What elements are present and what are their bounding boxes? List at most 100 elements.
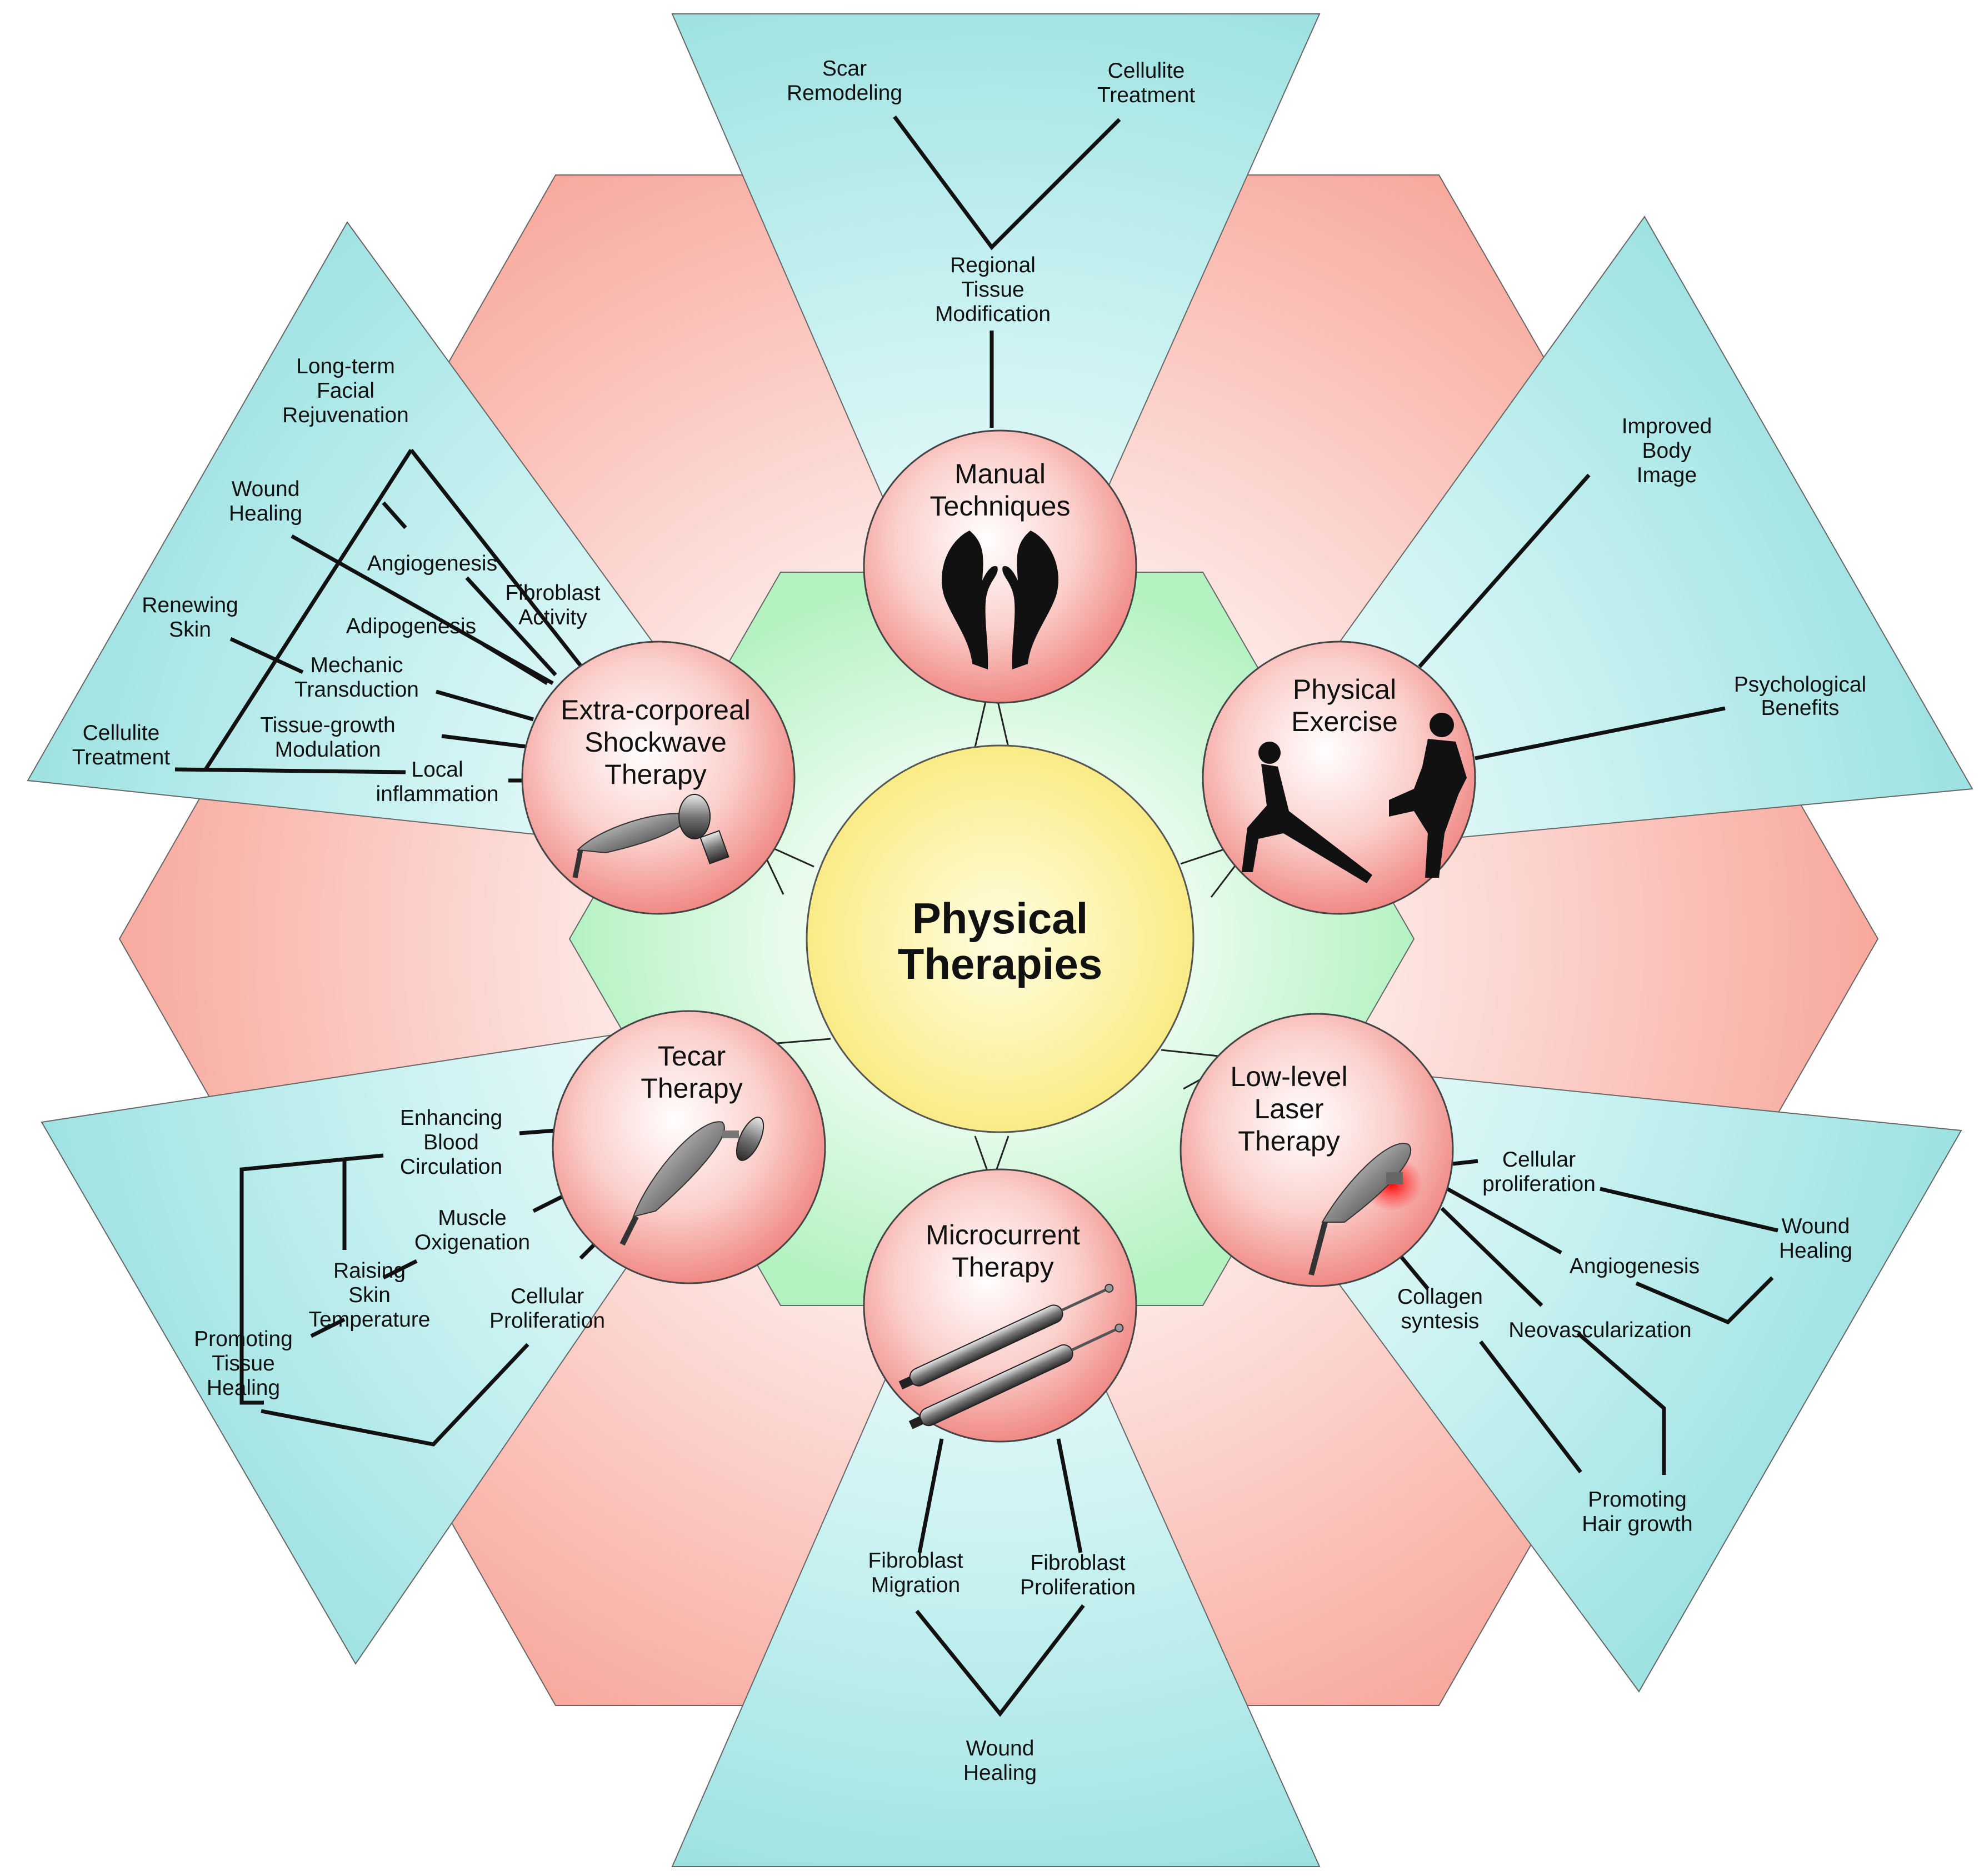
hub-title-line1: Physical: [912, 894, 1088, 943]
laser-effect-hair-growth: Promoting Hair growth: [1582, 1488, 1692, 1536]
laser-title-3: Therapy: [1238, 1125, 1340, 1157]
eswt-title-1: Extra-corporeal: [561, 694, 751, 726]
panel-manual: [671, 13, 1321, 749]
node-tecar-therapy[interactable]: Tecar Therapy: [552, 1010, 826, 1284]
svg-text:Benefits: Benefits: [1761, 696, 1840, 720]
svg-text:Local: Local: [411, 758, 463, 782]
manual-title-1: Manual: [954, 458, 1046, 489]
eswt-effect-cellulite: Cellulite Treatment: [72, 721, 170, 769]
node-manual-techniques[interactable]: Manual Techniques: [863, 429, 1137, 704]
laser-title-2: Laser: [1254, 1093, 1323, 1124]
eswt-effect-wound-healing: Wound Healing: [229, 477, 302, 526]
svg-text:Proliferation: Proliferation: [489, 1309, 605, 1333]
laser-effect-neovascularization: Neovascularization: [1508, 1318, 1692, 1342]
laser-title-1: Low-level: [1230, 1061, 1347, 1092]
svg-text:Wound: Wound: [232, 477, 300, 501]
micro-title-2: Therapy: [952, 1252, 1053, 1283]
hands-icon: [942, 531, 1058, 669]
tecar-title-1: Tecar: [658, 1040, 726, 1072]
svg-text:Promoting: Promoting: [1588, 1488, 1687, 1512]
svg-text:Oxigenation: Oxigenation: [414, 1230, 530, 1254]
svg-text:Treatment: Treatment: [1097, 83, 1195, 107]
svg-text:Promoting: Promoting: [194, 1327, 293, 1351]
svg-text:Migration: Migration: [871, 1573, 960, 1597]
exercise-effect-body-image: Improved Body Image: [1622, 414, 1712, 487]
eswt-effect-fibroblast-activity: Fibroblast Activity: [505, 581, 600, 629]
svg-text:Long-term: Long-term: [296, 354, 395, 378]
laser-effect-angiogenesis: Angiogenesis: [1570, 1254, 1700, 1278]
node-micro-circle: [863, 1168, 1137, 1443]
svg-text:proliferation: proliferation: [1482, 1172, 1596, 1196]
svg-text:Scar: Scar: [822, 57, 867, 81]
tecar-effect-muscle-oxigenation: Muscle Oxigenation: [414, 1206, 530, 1254]
svg-text:Fibroblast: Fibroblast: [505, 581, 600, 605]
hub-circle: [806, 744, 1195, 1133]
svg-text:Cellular: Cellular: [1502, 1148, 1576, 1172]
node-physical-exercise[interactable]: Physical Exercise: [1202, 641, 1476, 915]
connector-lines: [174, 115, 1778, 1717]
micro-effect-wound-healing: Wound Healing: [963, 1737, 1037, 1785]
exercise-effect-psychological: Psychological Benefits: [1734, 673, 1866, 720]
svg-text:Cellulite: Cellulite: [83, 721, 160, 745]
svg-text:Tissue: Tissue: [961, 278, 1024, 302]
tecar-effect-skin-temperature: Raising Skin Temperature: [309, 1259, 431, 1332]
svg-text:Angiogenesis: Angiogenesis: [367, 552, 497, 576]
svg-text:Activity: Activity: [518, 606, 587, 629]
hub-title-line2: Therapies: [898, 939, 1102, 988]
manual-title-2: Techniques: [930, 491, 1071, 522]
svg-text:Healing: Healing: [207, 1376, 280, 1400]
exercise-figures-icon: [1242, 713, 1467, 883]
svg-text:Wound: Wound: [1782, 1214, 1850, 1238]
laser-probe-icon: [1308, 1143, 1422, 1276]
hub: Physical Therapies: [806, 744, 1195, 1133]
svg-text:Healing: Healing: [1779, 1239, 1852, 1263]
tecar-probe-icon: [619, 1117, 764, 1246]
svg-text:Skin: Skin: [348, 1283, 391, 1307]
svg-text:Adipogenesis: Adipogenesis: [346, 614, 476, 638]
node-manual-circle: [863, 429, 1137, 704]
svg-text:Fibroblast: Fibroblast: [1030, 1551, 1125, 1575]
node-low-level-laser-therapy[interactable]: Low-level Laser Therapy: [1180, 1013, 1454, 1287]
svg-text:Angiogenesis: Angiogenesis: [1570, 1254, 1700, 1278]
shockwave-applicator-icon: [572, 794, 729, 878]
laser-effect-collagen: Collagen syntesis: [1397, 1285, 1483, 1333]
svg-text:inflammation: inflammation: [376, 782, 498, 806]
node-microcurrent-therapy[interactable]: Microcurrent Therapy: [863, 1168, 1137, 1443]
svg-text:Modification: Modification: [935, 302, 1051, 326]
svg-text:Temperature: Temperature: [309, 1308, 431, 1332]
svg-text:Treatment: Treatment: [72, 746, 170, 769]
eswt-title-2: Shockwave: [584, 727, 727, 758]
svg-text:Modulation: Modulation: [275, 738, 381, 762]
tecar-effect-tissue-healing: Promoting Tissue Healing: [194, 1327, 293, 1400]
svg-text:Remodeling: Remodeling: [787, 81, 902, 105]
svg-text:Neovascularization: Neovascularization: [1508, 1318, 1692, 1342]
svg-text:Skin: Skin: [169, 618, 211, 642]
svg-text:Renewing: Renewing: [142, 593, 238, 617]
svg-text:syntesis: syntesis: [1401, 1309, 1480, 1333]
svg-text:Healing: Healing: [963, 1761, 1037, 1785]
micro-title-1: Microcurrent: [926, 1219, 1080, 1250]
node-laser-circle: [1180, 1013, 1454, 1287]
svg-text:Raising: Raising: [333, 1259, 406, 1283]
node-shockwave-therapy[interactable]: Extra-corporeal Shockwave Therapy: [521, 641, 796, 915]
node-exercise-circle: [1202, 641, 1476, 915]
eswt-effect-tissue-growth: Tissue-growth Modulation: [260, 713, 395, 762]
eswt-effect-mechanic-transduction: Mechanic Transduction: [294, 653, 419, 702]
panel-micro: [671, 1134, 1321, 1867]
svg-text:Circulation: Circulation: [400, 1155, 502, 1179]
svg-text:Cellulite: Cellulite: [1108, 59, 1185, 83]
eswt-effect-angiogenesis: Angiogenesis: [367, 552, 497, 576]
svg-text:Fibroblast: Fibroblast: [868, 1549, 963, 1573]
exercise-title-1: Physical: [1293, 674, 1396, 705]
svg-text:Regional: Regional: [950, 253, 1036, 277]
tecar-title-2: Therapy: [641, 1073, 742, 1104]
microcurrent-probes-icon: [898, 1283, 1124, 1429]
manual-effect-regional: Regional Tissue Modification: [935, 253, 1051, 326]
eswt-effect-local-inflammation: Local inflammation: [376, 758, 498, 806]
svg-text:Image: Image: [1637, 463, 1697, 487]
svg-text:Enhancing: Enhancing: [400, 1106, 502, 1130]
manual-effect-scar: Scar Remodeling: [787, 57, 902, 105]
svg-text:Hair growth: Hair growth: [1582, 1512, 1692, 1536]
svg-text:Body: Body: [1642, 439, 1692, 463]
svg-text:Tissue-growth: Tissue-growth: [260, 713, 395, 737]
